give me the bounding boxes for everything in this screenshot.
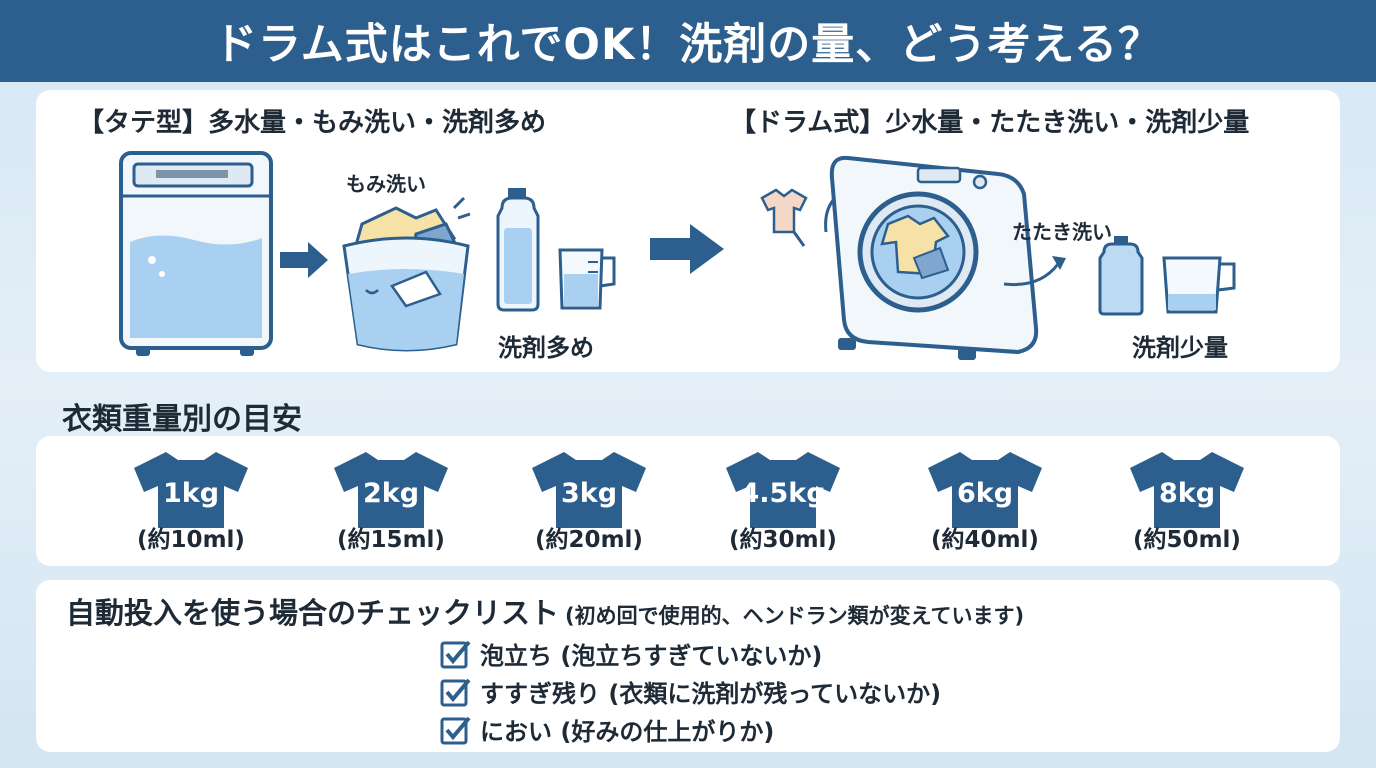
weight-value: 6kg <box>956 478 1014 509</box>
drum-heading: 【ドラム式】少水量・たたき洗い・洗剤少量 <box>730 108 1250 138</box>
checkbox-checked-icon <box>440 716 471 744</box>
detergent-amount: (約40ml) <box>931 527 1039 553</box>
arrow-right-icon <box>280 242 328 278</box>
detergent-amount: (約30ml) <box>729 527 837 553</box>
drum-action-label: たたき洗い <box>1012 220 1112 244</box>
shirt-icon <box>334 452 448 528</box>
checkbox-checked-icon <box>440 640 471 668</box>
weight-value: 2kg <box>362 478 420 509</box>
curved-arrow-icon <box>1003 256 1066 287</box>
weight-item: 8kg (約50ml) <box>1112 448 1262 558</box>
detergent-amount: (約50ml) <box>1133 527 1241 553</box>
basin-clothes-icon <box>342 196 471 352</box>
shirt-icon <box>1130 452 1244 528</box>
shirt-icon <box>532 452 646 528</box>
detergent-amount: (約15ml) <box>337 527 445 553</box>
header-banner: ドラム式はこれでOK！洗剤の量、どう考える？ <box>0 0 1376 82</box>
detergent-amount: (約20ml) <box>535 527 643 553</box>
page-title: ドラム式はこれでOK！洗剤の量、どう考える？ <box>213 20 1162 70</box>
shirt-icon <box>134 452 248 528</box>
checklist-item-text: におい (好みの仕上がりか) <box>480 718 775 746</box>
top-loader-detergent-label: 洗剤多め <box>498 334 594 362</box>
weight-value: 1kg <box>162 478 220 509</box>
checklist-panel <box>36 580 1340 752</box>
drum-washer-icon <box>829 155 1039 360</box>
shirt-icon <box>928 452 1042 528</box>
small-shirt-icon <box>760 188 808 234</box>
checklist-note: (初め回で使用的、ヘンドラン類が変えています) <box>565 604 1025 628</box>
weight-item: 4.5kg (約30ml) <box>708 448 858 558</box>
checklist-item-text: すすぎ残り (衣類に洗剤が残っていないか) <box>480 680 942 708</box>
checkbox-checked-icon <box>440 678 471 706</box>
top-loader-heading: 【タテ型】多水量・もみ洗い・洗剤多め <box>78 108 547 138</box>
weight-value: 3kg <box>560 478 618 509</box>
arrow-right-icon <box>650 224 724 274</box>
weight-value: 8kg <box>1158 478 1216 509</box>
checklist-heading: 自動投入を使う場合のチェックリスト(初め回で使用的、ヘンドラン類が変えています) <box>66 590 1024 632</box>
weights-title: 衣類重量別の目安 <box>62 402 302 437</box>
weights-panel <box>36 436 1340 566</box>
top-loader-washer-icon <box>119 151 273 356</box>
weight-value: 4.5kg <box>740 478 826 509</box>
weight-item: 1kg (約10ml) <box>116 448 266 558</box>
weight-item: 2kg (約15ml) <box>316 448 466 558</box>
weight-item: 3kg (約20ml) <box>514 448 664 558</box>
drum-detergent-label: 洗剤少量 <box>1132 334 1228 362</box>
weight-item: 6kg (約40ml) <box>910 448 1060 558</box>
top-loader-action-label: もみ洗い <box>346 172 426 196</box>
shirt-icon <box>726 452 840 528</box>
detergent-amount: (約10ml) <box>137 527 245 553</box>
motion-mark-icon <box>792 231 806 247</box>
checklist-item: 泡立ち (泡立ちすぎていないか) <box>440 636 822 671</box>
checklist-title: 自動投入を使う場合のチェックリスト <box>66 596 560 630</box>
checklist-item: におい (好みの仕上がりか) <box>440 712 774 747</box>
checklist-item-text: 泡立ち (泡立ちすぎていないか) <box>480 642 823 670</box>
detergent-bottle-icon <box>496 188 616 312</box>
detergent-bottle-icon <box>1098 236 1236 316</box>
checklist-item: すすぎ残り (衣類に洗剤が残っていないか) <box>440 674 941 709</box>
